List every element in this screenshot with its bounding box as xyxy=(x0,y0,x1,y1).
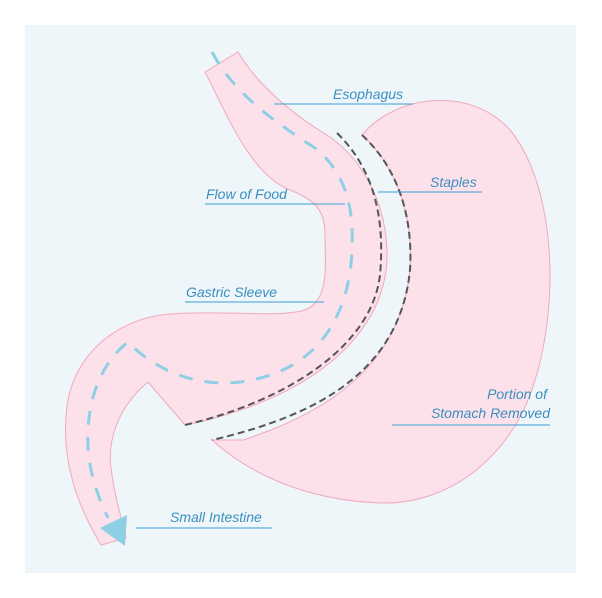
label-portion-removed-line1: Portion of xyxy=(487,386,549,402)
staple-line-inner xyxy=(184,132,383,426)
label-staples: Staples xyxy=(430,174,477,190)
staple-line-outer xyxy=(211,134,412,441)
label-portion-removed-line2: Stomach Removed xyxy=(431,405,551,421)
flow-arrowhead-icon xyxy=(100,515,127,546)
label-gastric-sleeve: Gastric Sleeve xyxy=(186,284,277,300)
label-small-intestine: Small Intestine xyxy=(170,509,262,525)
flow-of-food-path xyxy=(86,51,354,519)
label-flow-of-food: Flow of Food xyxy=(206,186,288,202)
gastric-sleeve-tube xyxy=(65,51,388,546)
label-esophagus: Esophagus xyxy=(333,86,403,102)
